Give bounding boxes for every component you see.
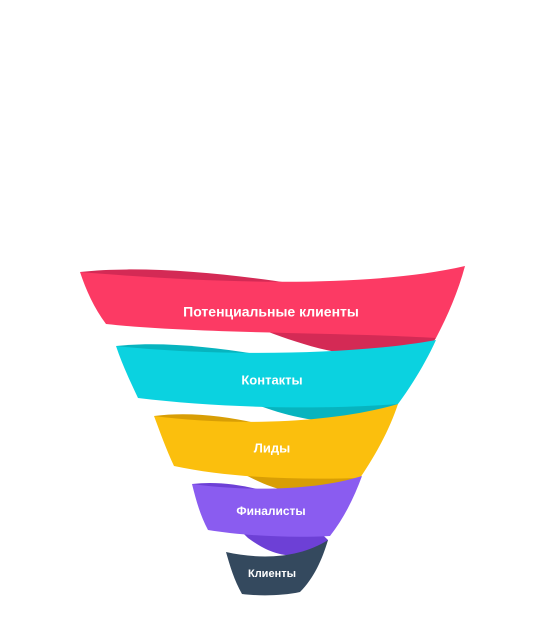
funnel-stage-5-label: Клиенты [248,568,296,580]
funnel-stage-4: Финалисты [192,476,362,556]
funnel-stage-1-band [80,266,465,338]
funnel-stage-3-band [154,404,398,479]
funnel-stage-3-label: Лиды [254,440,290,455]
funnel-stage-2-label: Контакты [241,372,302,387]
funnel-stage-4-band [192,476,362,537]
funnel-stage-3: Лиды [154,404,398,495]
funnel-stage-5-band [226,540,328,596]
funnel-stage-1-label: Потенциальные клиенты [183,304,359,320]
funnel-stage-1: Потенциальные клиенты [80,266,465,357]
funnel-stage-2-band [116,340,436,408]
funnel-stage-4-label: Финалисты [236,504,305,518]
funnel-stage-2: Контакты [116,340,436,423]
funnel-stage-5: Клиенты [226,540,328,596]
